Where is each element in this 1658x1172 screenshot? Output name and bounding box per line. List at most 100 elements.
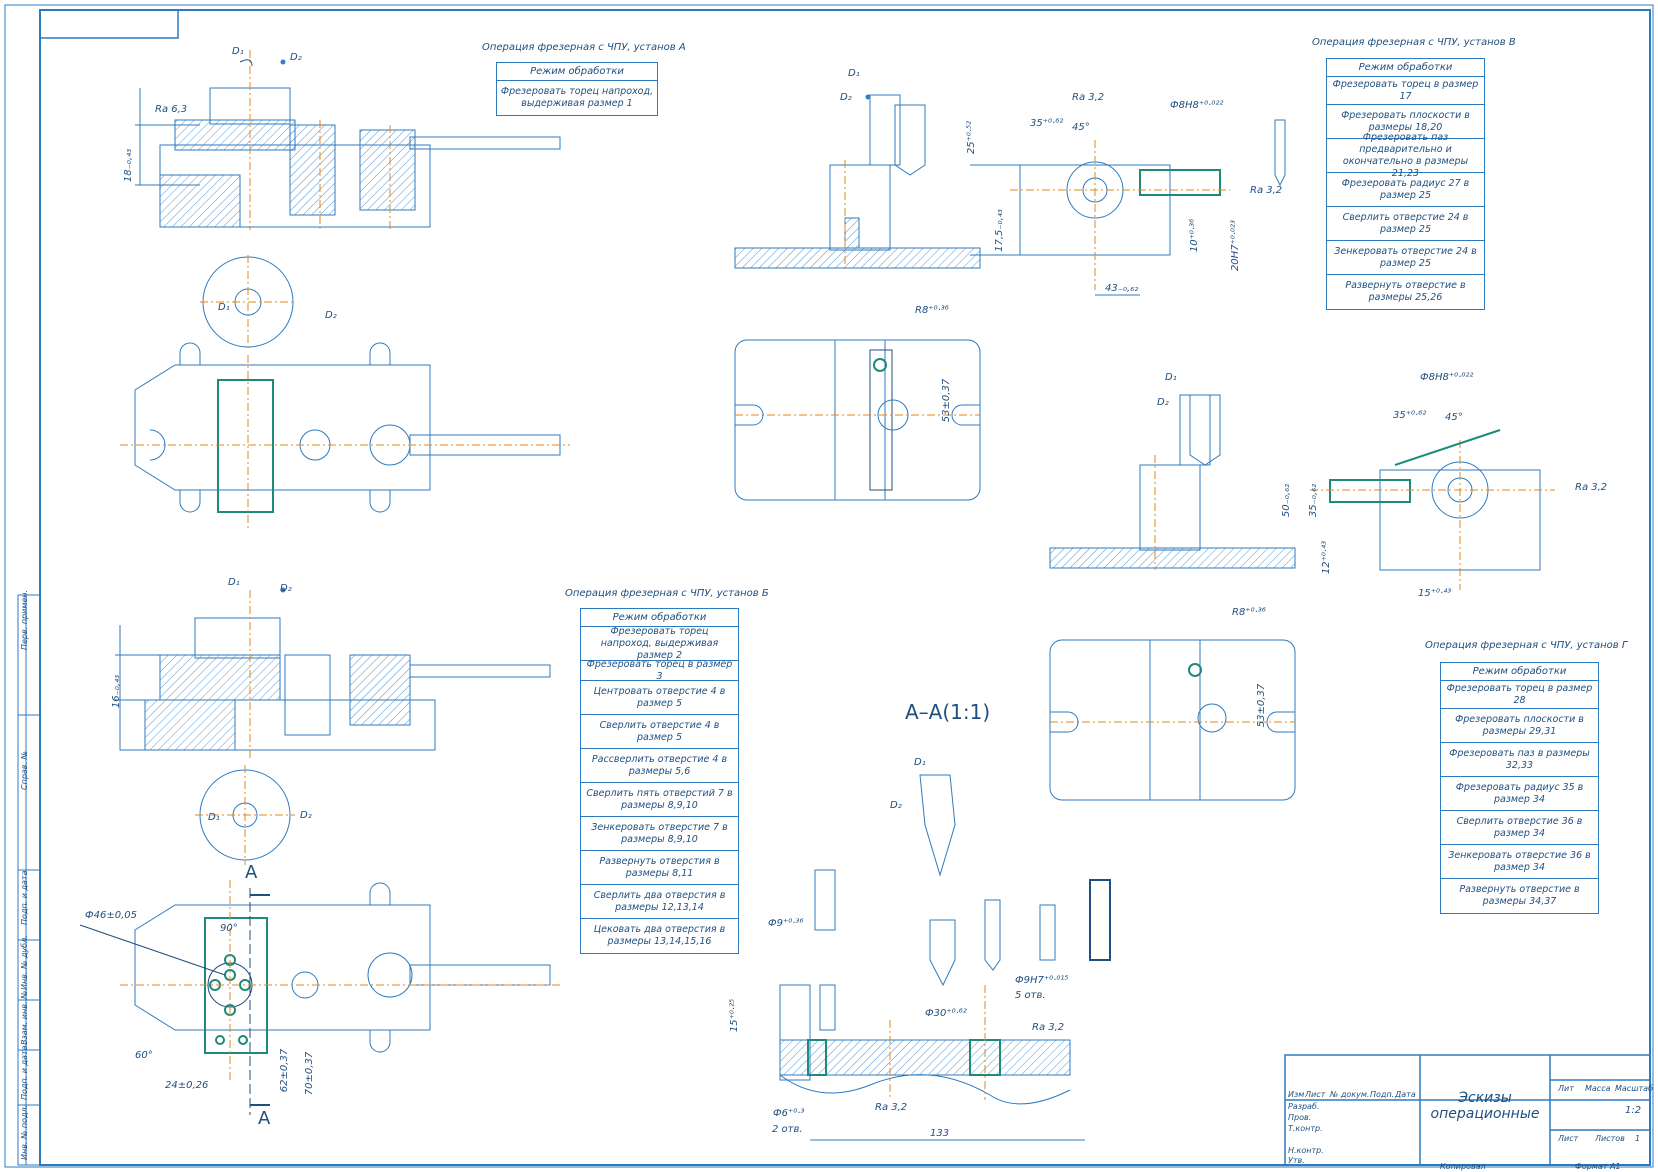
format-label: Формат А1 bbox=[1575, 1162, 1621, 1171]
dimension-label: 15⁺⁰·²⁵ bbox=[729, 998, 741, 1033]
roughness-label: Ra 3,2 bbox=[1072, 92, 1105, 103]
scale-value: 1:2 bbox=[1625, 1105, 1642, 1116]
operation-g-header: Режим обработки bbox=[1441, 663, 1598, 681]
fixture-side-view-b bbox=[115, 587, 551, 760]
fixture-top-view-g bbox=[1049, 639, 1296, 801]
operation-b-title: Операция фрезерная с ЧПУ, установ Б bbox=[565, 588, 769, 599]
operation-g-row: Сверлить отверстие 36 в размер 34 bbox=[1441, 811, 1598, 845]
part-view-g bbox=[1310, 429, 1555, 590]
dimension-label: Ф9⁺⁰·³⁶ bbox=[768, 918, 804, 929]
operation-a-title: Операция фрезерная с ЧПУ, установ А bbox=[482, 42, 686, 53]
dimension-label: Ф8Н8⁺⁰·⁰²² bbox=[1420, 372, 1474, 383]
top-left-stamp bbox=[39, 9, 179, 39]
operation-g-title: Операция фрезерная с ЧПУ, установ Г bbox=[1425, 640, 1628, 651]
feed-label: D₂ bbox=[300, 810, 312, 821]
title-block-row: Изм bbox=[1288, 1090, 1305, 1099]
operation-b-row: Сверлить отверстие 4 в размер 5 bbox=[581, 715, 738, 749]
dimension-label: 62±0,37 bbox=[279, 1048, 291, 1093]
roughness-label: Ra 6,3 bbox=[155, 104, 188, 115]
operation-b-row: Сверлить два отверстия в размеры 12,13,1… bbox=[581, 885, 738, 919]
roughness-label: Ra 3,2 bbox=[1250, 185, 1283, 196]
title-block-row: Лист bbox=[1305, 1090, 1326, 1099]
title-block-row: Н.контр. bbox=[1288, 1146, 1324, 1155]
angle-label: 60° bbox=[135, 1050, 153, 1061]
feed-label: D₂ bbox=[325, 310, 337, 321]
dimension-label: 18₋₀,₄₃ bbox=[123, 148, 135, 183]
feed-label: D₂ bbox=[280, 583, 292, 594]
angle-label: 90° bbox=[220, 923, 238, 934]
feed-label: D₁ bbox=[848, 68, 860, 79]
operation-v-row: Фрезеровать радиус 27 в размер 25 bbox=[1327, 173, 1484, 207]
roughness-label: Ra 3,2 bbox=[875, 1102, 908, 1113]
lit-label: Лит bbox=[1558, 1084, 1574, 1093]
operation-b-row: Развернуть отверстия в размеры 8,11 bbox=[581, 851, 738, 885]
dimension-label: Ф46±0,05 bbox=[85, 910, 137, 921]
feed-label: D₁ bbox=[208, 812, 220, 823]
title-block-row: Разраб. bbox=[1288, 1102, 1320, 1111]
cut-marker-top: А bbox=[245, 862, 258, 883]
dimension-label: 2 отв. bbox=[772, 1124, 803, 1135]
drawing-name: Эскизы операционные bbox=[1430, 1090, 1540, 1122]
dimension-label: 20Н7⁺⁰·⁰²³ bbox=[1230, 219, 1242, 272]
dimension-label: 16₋₀,₄₃ bbox=[111, 674, 123, 709]
operation-g-row: Фрезеровать паз в размеры 32,33 bbox=[1441, 743, 1598, 777]
operation-v-row: Фрезеровать паз предварительно и окончат… bbox=[1327, 132, 1484, 179]
feed-label: D₂ bbox=[890, 800, 902, 811]
title-block-grid bbox=[1284, 1054, 1651, 1166]
feed-label: D₂ bbox=[290, 52, 302, 63]
dimension-label: 10⁺⁰·³⁶ bbox=[1189, 218, 1201, 253]
fixture-side-view-a bbox=[135, 50, 561, 230]
operation-v-header: Режим обработки bbox=[1327, 59, 1484, 77]
dimension-label: 35⁺⁰·⁶² bbox=[1393, 410, 1427, 421]
operation-v-row: Развернуть отверстие в размеры 25,26 bbox=[1345, 280, 1466, 303]
dimension-label: Ф30⁺⁰·⁶² bbox=[925, 1008, 967, 1019]
sheet-label: Лист bbox=[1558, 1134, 1579, 1143]
dimension-label: 35₋₀,₆₂ bbox=[1308, 483, 1320, 518]
operation-g-table: Режим обработки Фрезеровать торец в разм… bbox=[1440, 662, 1599, 914]
angle-label: 45° bbox=[1072, 122, 1090, 133]
drawing-name-line1: Эскизы bbox=[1458, 1090, 1512, 1106]
feed-label: D₁ bbox=[218, 302, 230, 313]
dimension-label: 133 bbox=[930, 1128, 950, 1139]
dimension-label: 5 отв. bbox=[1015, 990, 1046, 1001]
cut-marker-bottom: А bbox=[258, 1108, 271, 1129]
dimension-label: 24±0,26 bbox=[165, 1080, 209, 1091]
title-block-row: Дата bbox=[1395, 1090, 1416, 1099]
operation-b-row: Зенкеровать отверстие 7 в размеры 8,9,10 bbox=[581, 817, 738, 851]
operation-v-row: Сверлить отверстие 24 в размер 25 bbox=[1327, 207, 1484, 241]
dimension-label: 12⁺⁰·⁴³ bbox=[1321, 540, 1333, 575]
sheets-label: Листов bbox=[1595, 1134, 1625, 1143]
operation-g-row: Фрезеровать торец в размер 28 bbox=[1441, 681, 1598, 709]
roughness-label: Ra 3,2 bbox=[1032, 1022, 1065, 1033]
operation-v-table: Режим обработки Фрезеровать торец в разм… bbox=[1326, 58, 1485, 310]
title-block-row: Т.контр. bbox=[1288, 1124, 1323, 1133]
fixture-top-view-b bbox=[79, 880, 560, 1115]
dimension-label: Ф8Н8⁺⁰·⁰²² bbox=[1170, 100, 1224, 111]
dimension-label: 35⁺⁰·⁶² bbox=[1030, 118, 1064, 129]
feed-label: D₁ bbox=[228, 577, 240, 588]
title-block-row: Пров. bbox=[1288, 1113, 1312, 1122]
drawing-name-line2: операционные bbox=[1430, 1106, 1540, 1122]
operation-b-row: Центровать отверстие 4 в размер 5 bbox=[581, 681, 738, 715]
side-stamp-label: Перв. примен. bbox=[20, 589, 29, 650]
tools-group bbox=[779, 104, 1286, 1081]
copied-label: Копировал bbox=[1440, 1162, 1486, 1171]
fixture-side-view-v bbox=[734, 94, 981, 270]
fixture-top-view-b-circle bbox=[195, 765, 295, 865]
operation-b-row: Цековать два отверстия в размеры 13,14,1… bbox=[593, 924, 726, 947]
operation-b-table: Режим обработки Фрезеровать торец напрох… bbox=[580, 608, 739, 954]
dimension-label: 53±0,37 bbox=[1256, 683, 1268, 728]
dimension-label: 50₋₀,₆₂ bbox=[1281, 483, 1293, 518]
radius-label: R8⁺⁰·³⁶ bbox=[1232, 607, 1266, 618]
operation-v-row: Фрезеровать торец в размер 17 bbox=[1327, 77, 1484, 105]
dimension-label: Ф6⁺⁰·³ bbox=[773, 1108, 805, 1119]
side-stamp-label: Инв. № дубл. bbox=[20, 935, 29, 990]
side-stamp-label: Взам. инв. № bbox=[20, 990, 29, 1045]
feed-label: D₂ bbox=[1157, 397, 1169, 408]
operation-a-row: Фрезеровать торец напроход, выдерживая р… bbox=[500, 86, 654, 109]
roughness-label: Ra 3,2 bbox=[1575, 482, 1608, 493]
dimension-label: 15⁺⁰·⁴³ bbox=[1418, 588, 1452, 599]
sheets-value: 1 bbox=[1635, 1134, 1641, 1143]
operation-b-header: Режим обработки bbox=[581, 609, 738, 627]
